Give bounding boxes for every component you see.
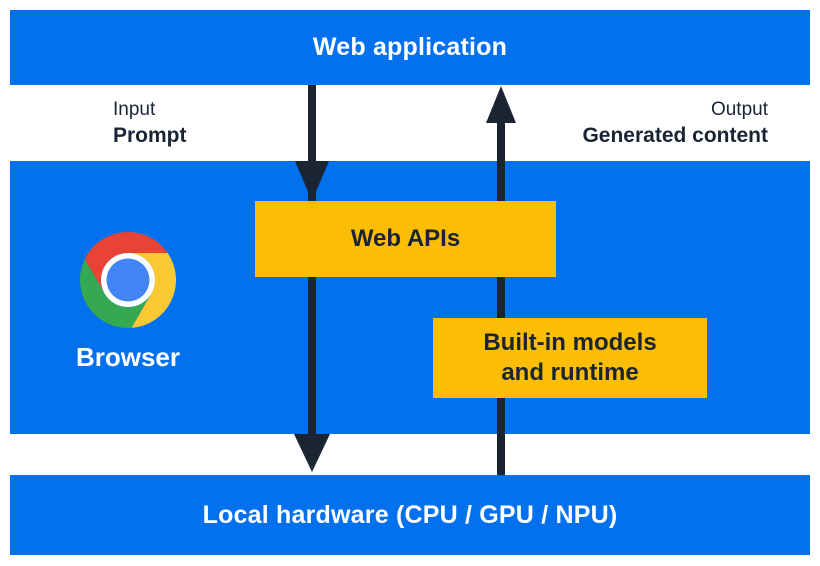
chrome-icon-blue-center [106, 258, 150, 302]
web-application-label: Web application [312, 33, 508, 61]
input-labels: Input Prompt [113, 97, 187, 149]
output-labels: Output Generated content [582, 97, 768, 149]
web-apis-box: Web APIs [255, 201, 556, 277]
output-value-generated-content: Generated content [582, 124, 768, 147]
down-arrowhead-into-hardware [294, 434, 330, 472]
builtin-models-line1: Built-in models [483, 329, 657, 356]
local-hardware-label: Local hardware (CPU / GPU / NPU) [202, 500, 618, 529]
output-title: Output [710, 99, 768, 120]
builtin-models-line2: and runtime [501, 359, 639, 386]
input-value-prompt: Prompt [113, 124, 187, 147]
local-hardware-band: Local hardware (CPU / GPU / NPU) [10, 475, 810, 555]
builtin-models-box: Built-in models and runtime [433, 318, 707, 398]
chrome-icon-yellow-segment [128, 253, 176, 328]
browser-label: Browser [75, 342, 181, 372]
down-arrowhead-into-web-apis [295, 161, 329, 201]
web-apis-label: Web APIs [350, 225, 461, 252]
up-arrow-line [497, 118, 505, 475]
up-arrowhead-into-web-application [486, 86, 516, 123]
chrome-icon-red-segment [84, 232, 168, 294]
chrome-icon [80, 232, 176, 328]
input-title: Input [113, 99, 156, 120]
web-application-band: Web application [10, 10, 810, 85]
chrome-icon-green-segment [80, 259, 152, 328]
